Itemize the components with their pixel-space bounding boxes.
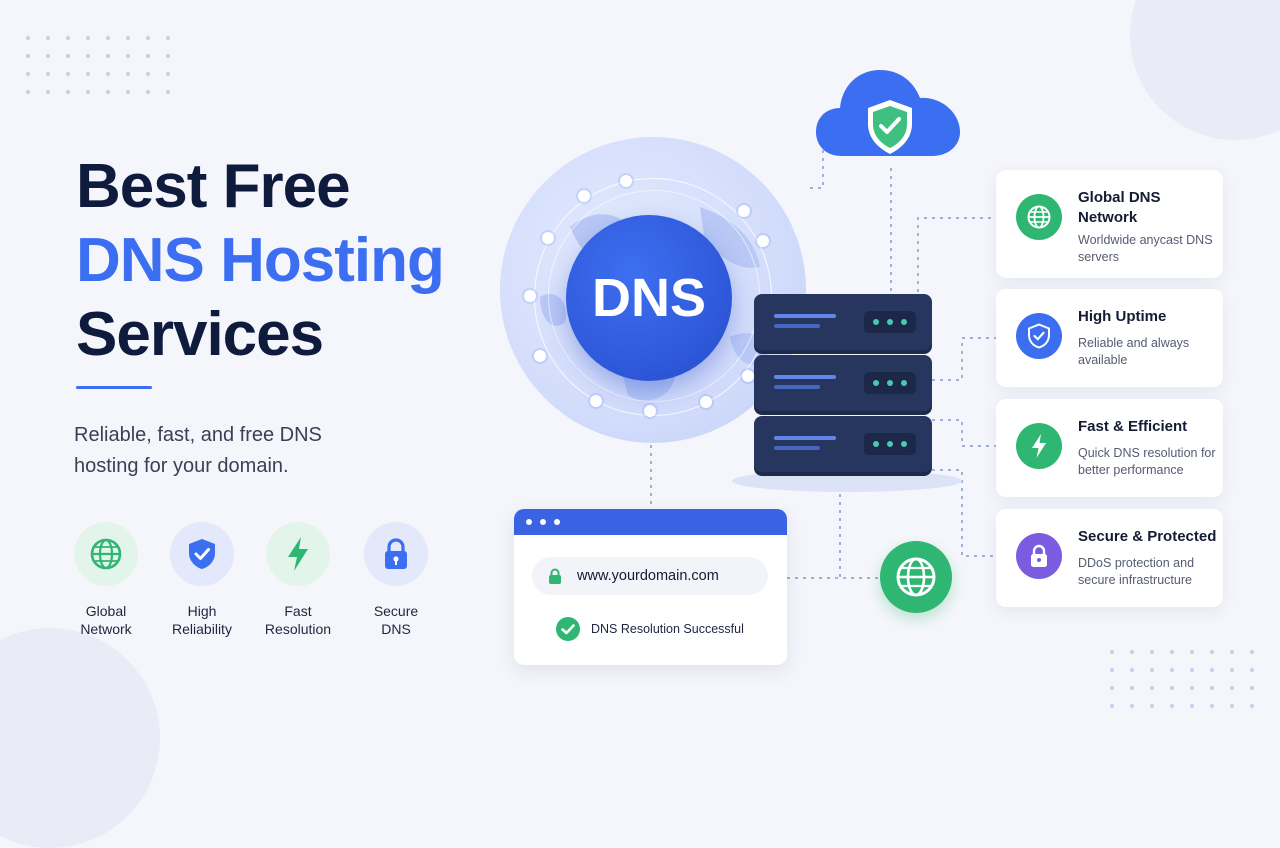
card-high-uptime: High Uptime Reliable and always availabl… bbox=[996, 289, 1223, 387]
network-node bbox=[742, 370, 754, 382]
feature-label: Fast bbox=[284, 603, 312, 619]
card-description: DDoS protection and secure infrastructur… bbox=[1078, 556, 1195, 587]
card-global-dns-network: Global DNS Network Worldwide anycast DNS… bbox=[996, 170, 1223, 278]
card-title: Secure & Protected bbox=[1078, 528, 1217, 545]
feature-label: Global bbox=[85, 603, 127, 619]
card-description: Reliable and always available bbox=[1078, 336, 1190, 367]
browser-window: www.yourdomain.com DNS Resolution Succes… bbox=[514, 509, 787, 665]
card-description: Quick DNS resolution for better performa… bbox=[1078, 446, 1216, 477]
server-unit bbox=[754, 355, 932, 411]
title-line: Services bbox=[76, 300, 324, 369]
network-node bbox=[738, 205, 750, 217]
cloud-icon bbox=[816, 70, 960, 156]
card-fast-efficient: Fast & Efficient Quick DNS resolution fo… bbox=[996, 399, 1223, 497]
feature-label: Reliability bbox=[172, 621, 232, 637]
lightning-icon bbox=[1016, 423, 1062, 469]
lock-icon bbox=[1016, 533, 1062, 579]
server-shadow bbox=[732, 470, 962, 492]
lock-icon bbox=[364, 522, 428, 586]
network-node bbox=[534, 350, 546, 362]
subtitle: Reliable, fast, and free DNS hosting for… bbox=[74, 424, 322, 477]
network-node bbox=[524, 290, 536, 302]
globe-icon bbox=[880, 541, 952, 613]
server-unit bbox=[754, 294, 932, 350]
network-node bbox=[620, 175, 632, 187]
globe-icon bbox=[74, 522, 138, 586]
feature-label: Resolution bbox=[264, 621, 332, 637]
feature-label: Network bbox=[80, 621, 132, 637]
url-text: www.yourdomain.com bbox=[577, 568, 719, 584]
lock-icon bbox=[549, 568, 561, 584]
decorative-dot-grid bbox=[1110, 650, 1254, 708]
card-title: High Uptime bbox=[1078, 308, 1167, 325]
network-node bbox=[644, 405, 656, 417]
card-description: Worldwide anycast DNS servers bbox=[1078, 233, 1213, 264]
page-title: Best Free DNS Hosting Services bbox=[76, 150, 445, 372]
shield-check-icon bbox=[1016, 313, 1062, 359]
network-node bbox=[578, 190, 590, 202]
lightning-icon bbox=[266, 522, 330, 586]
network-node bbox=[757, 235, 769, 247]
card-secure-protected: Secure & Protected DDoS protection and s… bbox=[996, 509, 1223, 607]
network-node bbox=[700, 396, 712, 408]
globe-icon bbox=[1016, 194, 1062, 240]
network-node bbox=[590, 395, 602, 407]
resolution-status: DNS Resolution Successful bbox=[591, 622, 744, 636]
address-bar: www.yourdomain.com bbox=[532, 557, 768, 595]
decorative-dot-grid bbox=[26, 36, 170, 94]
card-title: Fast & Efficient bbox=[1078, 418, 1188, 435]
network-node bbox=[542, 232, 554, 244]
browser-titlebar bbox=[514, 509, 787, 535]
feature-label: DNS bbox=[381, 621, 411, 637]
feature-label: High bbox=[187, 603, 217, 619]
shield-check-icon bbox=[170, 522, 234, 586]
feature-label: Secure bbox=[373, 603, 419, 619]
server-unit bbox=[754, 416, 932, 472]
check-circle-icon bbox=[556, 617, 580, 641]
connector-lines bbox=[650, 150, 996, 579]
dns-badge: DNS bbox=[566, 215, 732, 381]
title-line-accent: DNS Hosting bbox=[76, 226, 445, 295]
title-underline bbox=[76, 386, 152, 389]
card-title: Global DNS Network bbox=[1078, 189, 1161, 226]
title-line: Best Free bbox=[76, 152, 351, 221]
